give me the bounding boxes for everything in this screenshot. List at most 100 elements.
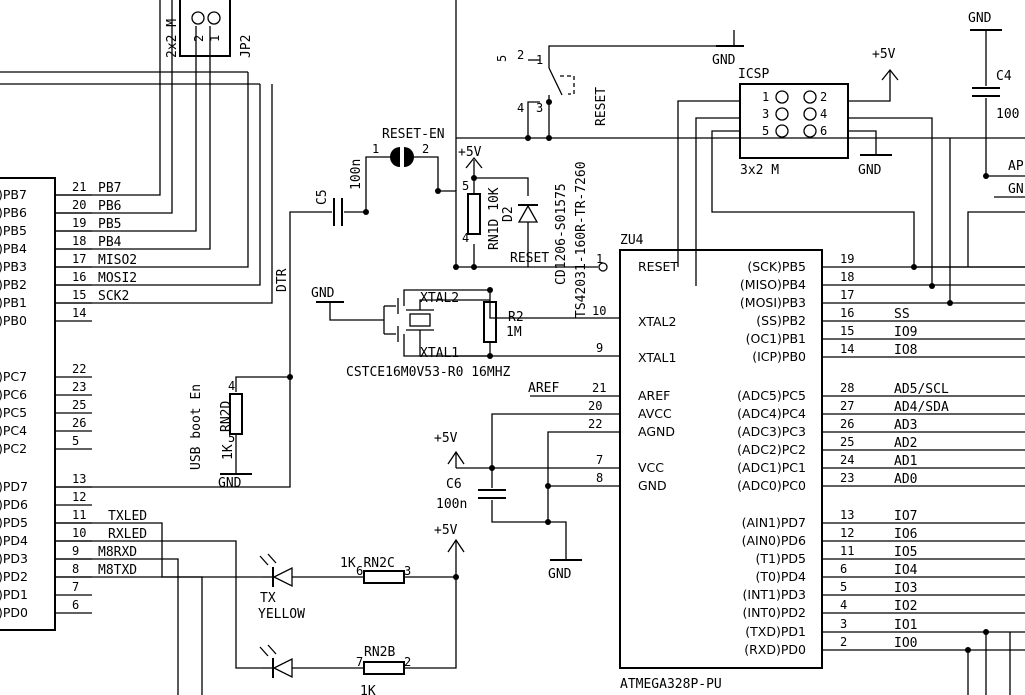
left-ic-pin-number: 13 — [72, 472, 86, 486]
icsp-pin3: 3 — [762, 107, 769, 121]
ic-left-pin-label: RESET — [638, 259, 678, 274]
ic-right-pin-number: 6 — [840, 562, 847, 576]
icsp-pad4 — [803, 107, 817, 121]
junction-miso — [929, 283, 935, 289]
reset-switch: 2 1 4 3 5 RESET CD1206-S01575 TS42031-16… — [495, 30, 744, 318]
left-ic-pin-number: 14 — [72, 306, 86, 320]
c4-label: C4 — [996, 69, 1012, 84]
ic-left-pin-label: GND — [638, 478, 667, 493]
plus5v-icsp-label: +5V — [872, 47, 896, 62]
jp2-pin2-label: 2 — [192, 35, 206, 42]
ic-right-net-label: AD2 — [894, 436, 917, 451]
left-ic-pin-number: 15 — [72, 288, 86, 302]
ic-right-net-label: AD1 — [894, 454, 917, 469]
aref-pin: 21 — [592, 381, 606, 395]
left-ic-net-label: PB4 — [98, 235, 122, 250]
rn1d-pin5: 5 — [462, 179, 469, 193]
rn2c-label: 1K RN2C — [340, 556, 395, 571]
left-ic-pin-number: 10 — [72, 526, 86, 540]
plus5v-icsp-arrow — [881, 68, 899, 81]
avcc-pin: 20 — [588, 399, 602, 413]
ic-left-pin-label: XTAL2 — [638, 314, 676, 329]
ic-right-net-label: AD4/SDA — [894, 400, 949, 415]
txled-label: TXLED — [108, 509, 147, 524]
ic-ref-label: ZU4 — [620, 233, 644, 248]
rn1d-label: RN1D 10K — [487, 187, 502, 250]
power-wiring: AREF 21 20 22 7 8 +5V GND C6 100n — [434, 381, 620, 582]
reset-en-pad-right — [404, 147, 414, 167]
xtal2-net-label: XTAL2 — [420, 291, 459, 306]
left-ic-pin-label: )PB5 — [0, 223, 27, 238]
m8txd-label: M8TXD — [98, 563, 137, 578]
left-ic-pin-number: 11 — [72, 508, 86, 522]
sw-lever — [548, 67, 563, 96]
ic-left-pin-label: XTAL1 — [638, 350, 676, 365]
junction-sw-c — [546, 99, 552, 105]
rn2d-value: 1K — [221, 444, 236, 460]
rn2b-value: 1K — [360, 684, 376, 695]
ic-right-net-label: AD0 — [894, 472, 917, 487]
crystal-r2: GND XTAL2 XTAL1 R2 1M CSTCE16M0V53-R0 16… — [311, 286, 620, 380]
ic-right-pin-label: (MISO)PB4 — [740, 277, 806, 292]
junction-r2-top — [487, 287, 493, 293]
wire-agnd — [547, 431, 620, 522]
c5-label: C5 — [315, 189, 330, 205]
vcc-pin: 7 — [596, 453, 603, 467]
icsp-pin4: 4 — [820, 107, 827, 121]
junction-gnd-a — [545, 483, 551, 489]
left-ic-net-label: SCK2 — [98, 289, 129, 304]
ic-right-net-label: IO9 — [894, 325, 917, 340]
gnd-c4-label: GND — [968, 11, 992, 26]
ic-left-pin-label: AGND — [638, 424, 675, 439]
icsp-pin1: 1 — [762, 90, 769, 104]
gnd-c6-label: GND — [548, 567, 572, 582]
left-ic-pin-number: 7 — [72, 580, 79, 594]
plus5v-rn1d-label: +5V — [458, 145, 482, 160]
plus5v-led-arrow — [447, 538, 465, 553]
wire-icsp5 — [711, 130, 915, 267]
ic-right-pin-number: 25 — [840, 435, 854, 449]
wire-pb4 — [55, 26, 211, 250]
c6-value: 100n — [436, 497, 467, 512]
ic-right-pin-number: 24 — [840, 453, 854, 467]
wire-txled — [55, 522, 262, 578]
wire-c6-bottom — [491, 500, 548, 523]
wire-sck2 — [55, 84, 273, 304]
left-ic-pin-label: )PB4 — [0, 241, 27, 256]
ic-right-net-label: IO3 — [894, 581, 917, 596]
junction-mosi — [947, 300, 953, 306]
switch-part1: CD1206-S01575 — [554, 183, 569, 285]
plus5v-c6-label: +5V — [434, 431, 458, 446]
ic-name-label: ATMEGA328P-PU — [620, 677, 722, 692]
ic-right-pin-label: (ADC4)PC4 — [737, 406, 806, 421]
left-ic-pin-number: 5 — [72, 434, 79, 448]
left-ic-pin-number: 12 — [72, 490, 86, 504]
left-ic-pin-label: )PB1 — [0, 295, 27, 310]
ic-right-net-label: AD3 — [894, 418, 917, 433]
r2-value: 1M — [506, 325, 522, 340]
reset-pin-number: 1 — [596, 252, 603, 266]
wire-rn2d-top — [235, 376, 290, 392]
jp2-name-label: JP2 — [239, 35, 254, 58]
wire-d2-top — [474, 177, 529, 196]
rn2c-body — [363, 570, 405, 584]
jp2-pin1-pad — [207, 11, 221, 25]
gnd-xtal-label: GND — [311, 286, 335, 301]
wire-icsp6 — [848, 130, 877, 155]
ic-right-pin-label: (SCK)PB5 — [747, 259, 806, 274]
icsp-pin6: 6 — [820, 124, 827, 138]
left-ic-pin-label: )PC5 — [0, 405, 27, 420]
left-ic-pin-number: 9 — [72, 544, 79, 558]
left-ic-pin-label: )PD1 — [0, 587, 28, 602]
ic-right-pin-label: (ADC5)PC5 — [737, 388, 806, 403]
yellow-label: YELLOW — [258, 607, 305, 622]
ic-right-pin-number: 19 — [840, 252, 854, 266]
plus5v-led-label: +5V — [434, 523, 458, 538]
usb-boot-label: USB boot En — [189, 384, 204, 470]
ic-right-net-label: IO8 — [894, 343, 917, 358]
ic-right-pin-label: (ADC3)PC3 — [737, 424, 806, 439]
rn2b-pin2: 2 — [404, 655, 411, 669]
wire-gnd-down — [548, 521, 567, 560]
